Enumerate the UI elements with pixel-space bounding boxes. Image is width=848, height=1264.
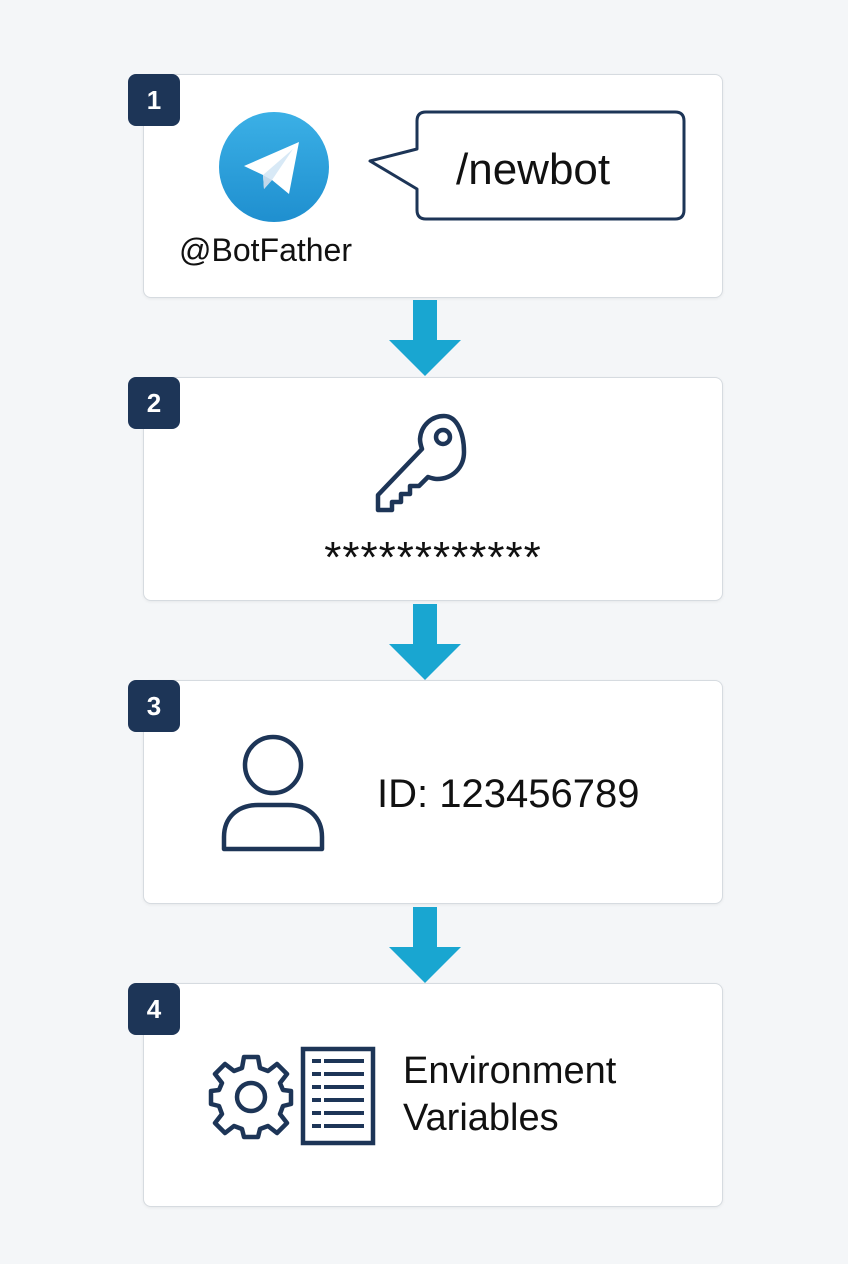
step-2-card: ************ [143,377,723,601]
document-list-icon [300,1046,376,1146]
command-text: /newbot [456,145,611,194]
gear-icon [206,1052,296,1142]
user-id-text: ID: 123456789 [377,772,640,816]
step-3-card: ID: 123456789 [143,680,723,904]
telegram-icon [219,112,329,222]
command-bubble: /newbot [367,109,689,223]
down-arrow-icon [387,604,463,680]
masked-token: ************ [324,533,542,582]
bot-father-label: @BotFather [179,232,352,268]
down-arrow-icon [387,300,463,376]
step-1-badge: 1 [128,74,180,126]
user-icon [220,733,330,857]
env-title-line-2: Variables [403,1097,559,1139]
key-icon [370,410,480,520]
env-title-line-1: Environment [403,1050,617,1092]
step-4-card: Environment Variables [143,983,723,1207]
step-2-badge: 2 [128,377,180,429]
down-arrow-icon [387,907,463,983]
step-1-card: @BotFather /newbot [143,74,723,298]
step-3-badge: 3 [128,680,180,732]
step-4-badge: 4 [128,983,180,1035]
